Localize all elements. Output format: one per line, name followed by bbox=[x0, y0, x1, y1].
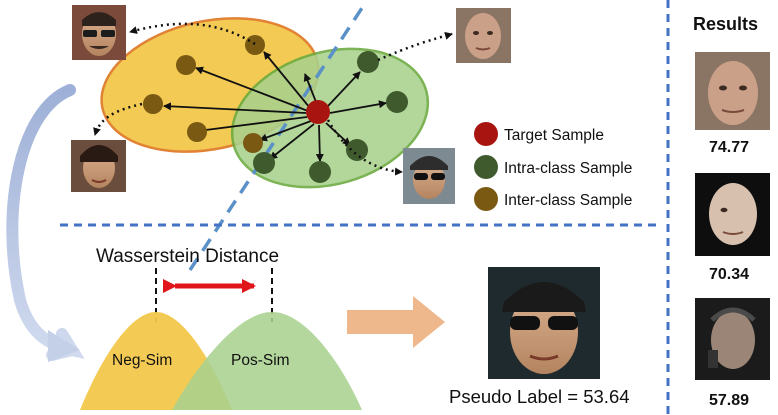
legend: Target Sample Intra-class Sample Inter-c… bbox=[474, 122, 632, 211]
intra-sample bbox=[309, 161, 331, 183]
flow-curved-arrow bbox=[6, 84, 85, 361]
results-title: Results bbox=[693, 14, 758, 34]
intra-sample bbox=[357, 51, 379, 73]
inter-sample bbox=[245, 35, 265, 55]
legend-target-label: Target Sample bbox=[504, 127, 604, 144]
pos-sim-distribution bbox=[172, 312, 362, 410]
intra-sample bbox=[386, 91, 408, 113]
intra-sample bbox=[253, 152, 275, 174]
target-sample bbox=[306, 100, 330, 124]
face-thumb-intra-1 bbox=[456, 8, 511, 63]
legend-inter-marker bbox=[474, 187, 498, 211]
intra-sample bbox=[346, 139, 368, 161]
flow-arrow-right bbox=[347, 296, 445, 348]
legend-intra-label: Intra-class Sample bbox=[504, 160, 632, 177]
face-thumb-intra-2 bbox=[403, 148, 455, 204]
dotted-links bbox=[93, 22, 453, 176]
similarity-arrows bbox=[163, 51, 387, 162]
flow-curved-arrow-head bbox=[48, 330, 80, 362]
intra-class-samples bbox=[253, 51, 408, 183]
legend-target-marker bbox=[474, 122, 498, 146]
intra-class-region bbox=[230, 47, 430, 189]
result-score-2: 70.34 bbox=[709, 266, 749, 283]
result-face-3 bbox=[695, 298, 770, 380]
face-thumb-inter-1 bbox=[72, 5, 126, 60]
pos-sim-label: Pos-Sim bbox=[231, 352, 290, 369]
result-score-1: 74.77 bbox=[709, 139, 749, 156]
result-face-1 bbox=[695, 52, 770, 130]
neg-sim-label: Neg-Sim bbox=[112, 352, 172, 369]
inter-sample bbox=[243, 133, 263, 153]
legend-inter-label: Inter-class Sample bbox=[504, 192, 632, 209]
inter-sample bbox=[187, 122, 207, 142]
legend-intra-marker bbox=[474, 155, 498, 179]
pseudo-label-face bbox=[488, 267, 600, 379]
result-score-3: 57.89 bbox=[709, 392, 749, 409]
result-face-2 bbox=[695, 173, 770, 256]
face-thumb-inter-2 bbox=[71, 140, 126, 192]
pseudo-label-text: Pseudo Label = 53.64 bbox=[449, 386, 630, 407]
inter-sample bbox=[176, 55, 196, 75]
inter-sample bbox=[143, 94, 163, 114]
distance-label: Wasserstein Distance bbox=[96, 246, 279, 267]
